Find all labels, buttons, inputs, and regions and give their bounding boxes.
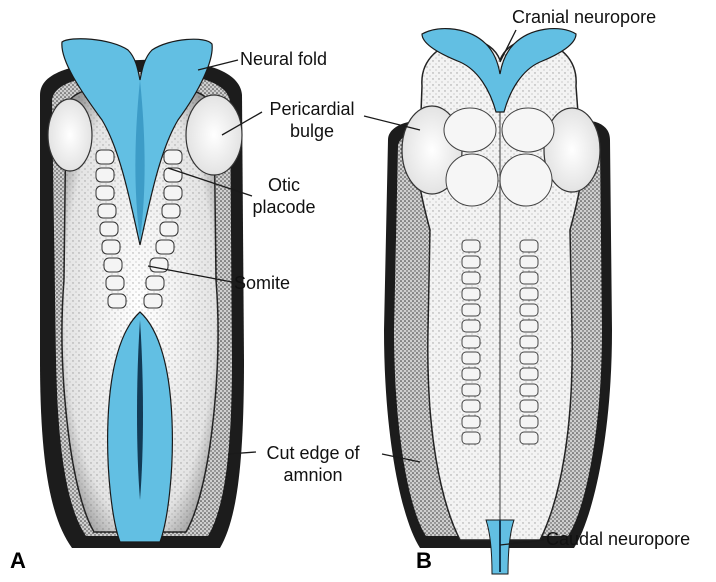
panel-letter-a: A: [10, 548, 26, 574]
embryo-b: [384, 29, 612, 574]
label-neural-fold: Neural fold: [240, 48, 327, 70]
label-somite: Somite: [234, 272, 290, 294]
label-pericardial-bulge-line2: bulge: [262, 120, 362, 142]
label-otic-placode: Otic placode: [246, 174, 322, 218]
label-caudal-neuropore: Caudal neuropore: [546, 528, 690, 550]
label-cut-edge-line1: Cut edge of: [258, 442, 368, 464]
label-pericardial-bulge: Pericardial bulge: [262, 98, 362, 142]
label-otic-placode-line2: placode: [246, 196, 322, 218]
label-cut-edge-line2: amnion: [258, 464, 368, 486]
label-pericardial-bulge-line1: Pericardial: [262, 98, 362, 120]
embryo-a: [40, 39, 244, 548]
label-cranial-neuropore: Cranial neuropore: [512, 6, 656, 28]
label-cut-edge-amnion: Cut edge of amnion: [258, 442, 368, 486]
label-otic-placode-line1: Otic: [246, 174, 322, 196]
panel-letter-b: B: [416, 548, 432, 574]
